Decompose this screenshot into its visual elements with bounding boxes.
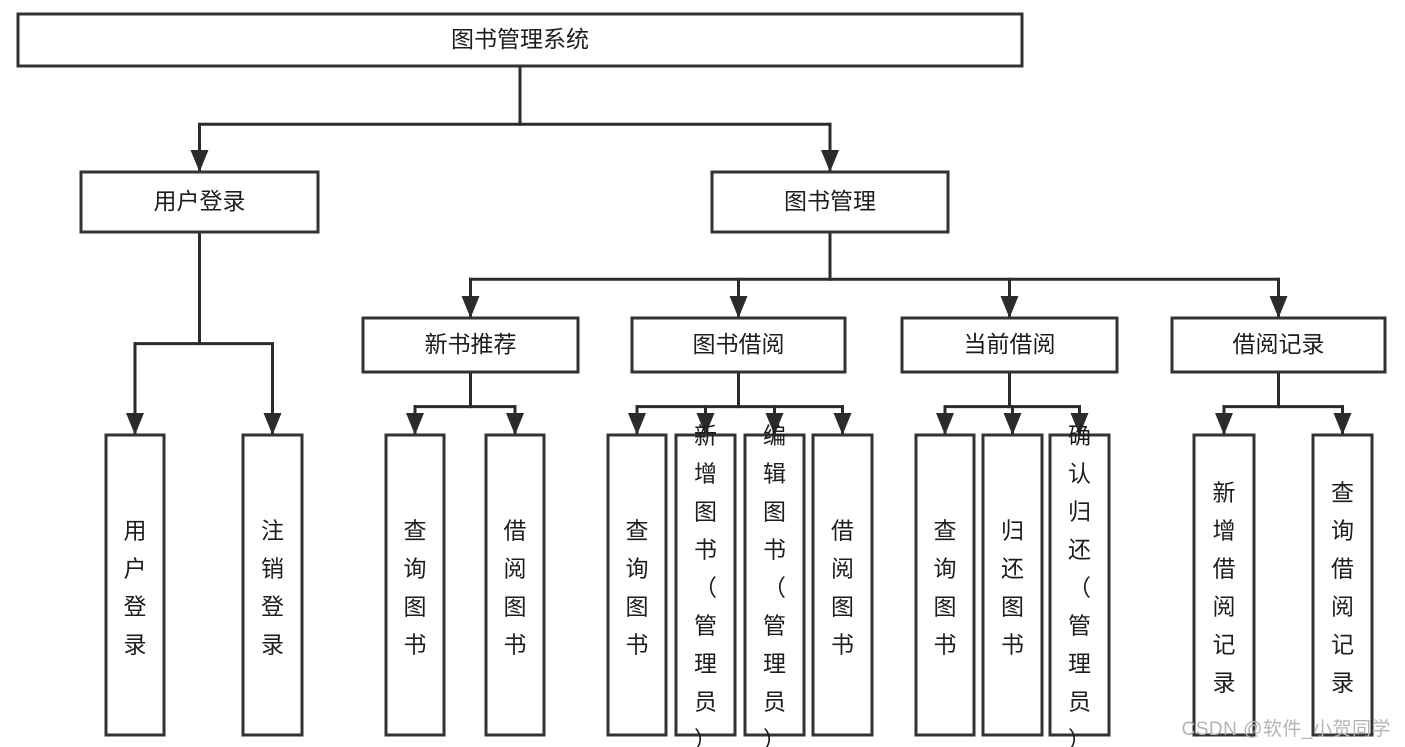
node-label-leaf-edit-book-admin: 编辑图书（管理员） <box>763 423 786 747</box>
node-leaf-add-borrow-record[interactable]: 新增借阅记录 <box>1192 433 1256 737</box>
node-leaf-query-book-1[interactable]: 查询图书 <box>384 433 446 737</box>
arrow-head-book-borrow <box>729 296 748 318</box>
node-label-leaf-borrow-book-1: 借阅图书 <box>504 518 527 658</box>
node-box-leaf-query-book-1 <box>384 433 446 737</box>
node-label-leaf-query-borrow-record: 查询借阅记录 <box>1331 480 1354 696</box>
node-leaf-return-book[interactable]: 归还图书 <box>981 433 1044 737</box>
node-box-book-borrow <box>630 316 847 374</box>
node-label-leaf-return-book: 归还图书 <box>1001 518 1024 658</box>
node-current-borrow[interactable]: 当前借阅 <box>900 316 1119 374</box>
node-leaf-query-book-3[interactable]: 查询图书 <box>914 433 976 737</box>
arrow-head-leaf-logout-login <box>263 413 282 435</box>
edge-group-book-borrow <box>628 370 852 436</box>
edge-group-book-manage <box>461 230 1288 319</box>
node-box-leaf-return-book <box>981 433 1044 737</box>
arrow-head-book-manage <box>821 150 839 172</box>
node-leaf-user-login[interactable]: 用户登录 <box>104 433 166 737</box>
node-label-leaf-confirm-return-admin: 确认归还（管理员） <box>1068 423 1091 747</box>
arrow-head-leaf-confirm-return-admin <box>1070 413 1089 435</box>
node-box-leaf-borrow-book-2 <box>811 433 874 737</box>
edge-group-new-book-recommend <box>406 370 524 436</box>
node-label-leaf-add-book-admin: 新增图书（管理员） <box>694 423 717 747</box>
node-leaf-borrow-book-2[interactable]: 借阅图书 <box>811 433 874 737</box>
node-label-leaf-add-borrow-record: 新增借阅记录 <box>1213 480 1236 696</box>
node-label-leaf-query-book-1: 查询图书 <box>404 518 427 658</box>
node-box-book-manage <box>710 170 950 234</box>
node-label-current-borrow: 当前借阅 <box>964 331 1056 357</box>
csdn-watermark: CSDN @软件_小贺同学 <box>1181 719 1391 740</box>
node-leaf-logout-login[interactable]: 注销登录 <box>241 433 304 737</box>
edge-group-borrow-record <box>1215 370 1352 436</box>
arrow-head-leaf-user-login <box>126 413 144 435</box>
node-borrow-record[interactable]: 借阅记录 <box>1170 316 1387 374</box>
arrow-head-leaf-borrow-book-2 <box>833 413 852 435</box>
arrow-head-new-book-recommend <box>461 296 480 318</box>
edge-group-root <box>190 64 839 173</box>
node-box-leaf-logout-login <box>241 433 304 737</box>
node-box-leaf-query-book-3 <box>914 433 976 737</box>
node-new-book-recommend[interactable]: 新书推荐 <box>361 316 580 374</box>
node-label-user-login: 用户登录 <box>154 188 246 214</box>
node-box-root <box>16 12 1024 68</box>
node-box-new-book-recommend <box>361 316 580 374</box>
node-layer: 图书管理系统用户登录图书管理新书推荐图书借阅当前借阅借阅记录用户登录注销登录查询… <box>16 12 1387 747</box>
node-label-book-manage: 图书管理 <box>784 188 876 214</box>
node-leaf-borrow-book-1[interactable]: 借阅图书 <box>484 433 546 737</box>
arrow-head-borrow-record <box>1269 296 1288 318</box>
node-label-leaf-query-book-3: 查询图书 <box>934 518 957 658</box>
node-label-root: 图书管理系统 <box>451 26 589 52</box>
node-book-borrow[interactable]: 图书借阅 <box>630 316 847 374</box>
connector-layer <box>126 64 1352 436</box>
node-leaf-query-book-2[interactable]: 查询图书 <box>606 433 668 737</box>
node-leaf-edit-book-admin[interactable]: 编辑图书（管理员） <box>743 423 806 747</box>
arrow-head-leaf-query-book-1 <box>406 413 424 435</box>
node-label-leaf-logout-login: 注销登录 <box>261 518 284 658</box>
arrow-head-leaf-edit-book-admin <box>765 413 784 435</box>
node-box-leaf-borrow-book-1 <box>484 433 546 737</box>
arrow-head-leaf-return-book <box>1003 413 1022 435</box>
arrow-head-current-borrow <box>1000 296 1019 318</box>
node-box-current-borrow <box>900 316 1119 374</box>
node-box-leaf-edit-book-admin <box>743 433 806 737</box>
edge-group-user-login <box>126 230 282 436</box>
node-leaf-confirm-return-admin[interactable]: 确认归还（管理员） <box>1048 423 1111 747</box>
arrow-head-leaf-query-book-3 <box>936 413 954 435</box>
arrow-head-leaf-query-borrow-record <box>1333 413 1352 435</box>
node-box-leaf-add-borrow-record <box>1192 433 1256 737</box>
arrow-head-leaf-add-borrow-record <box>1215 413 1233 435</box>
node-box-borrow-record <box>1170 316 1387 374</box>
node-label-leaf-borrow-book-2: 借阅图书 <box>831 518 854 658</box>
node-label-leaf-user-login: 用户登录 <box>124 518 147 658</box>
node-leaf-query-borrow-record[interactable]: 查询借阅记录 <box>1311 433 1374 737</box>
arrow-head-leaf-add-book-admin <box>696 413 715 435</box>
node-box-leaf-query-borrow-record <box>1311 433 1374 737</box>
node-label-borrow-record: 借阅记录 <box>1233 331 1325 357</box>
arrow-head-leaf-query-book-2 <box>628 413 646 435</box>
node-book-manage[interactable]: 图书管理 <box>710 170 950 234</box>
node-root[interactable]: 图书管理系统 <box>16 12 1024 68</box>
node-box-leaf-query-book-2 <box>606 433 668 737</box>
arrow-head-leaf-borrow-book-1 <box>506 413 524 435</box>
node-box-leaf-user-login <box>104 433 166 737</box>
arrow-head-user-login <box>190 150 209 172</box>
node-box-leaf-add-book-admin <box>674 433 737 737</box>
node-label-leaf-query-book-2: 查询图书 <box>626 518 649 658</box>
node-user-login[interactable]: 用户登录 <box>79 170 320 234</box>
node-box-leaf-confirm-return-admin <box>1048 433 1111 737</box>
node-label-new-book-recommend: 新书推荐 <box>425 331 517 357</box>
node-leaf-add-book-admin[interactable]: 新增图书（管理员） <box>674 423 737 747</box>
node-box-user-login <box>79 170 320 234</box>
node-label-book-borrow: 图书借阅 <box>693 331 785 357</box>
edge-group-current-borrow <box>936 370 1089 436</box>
